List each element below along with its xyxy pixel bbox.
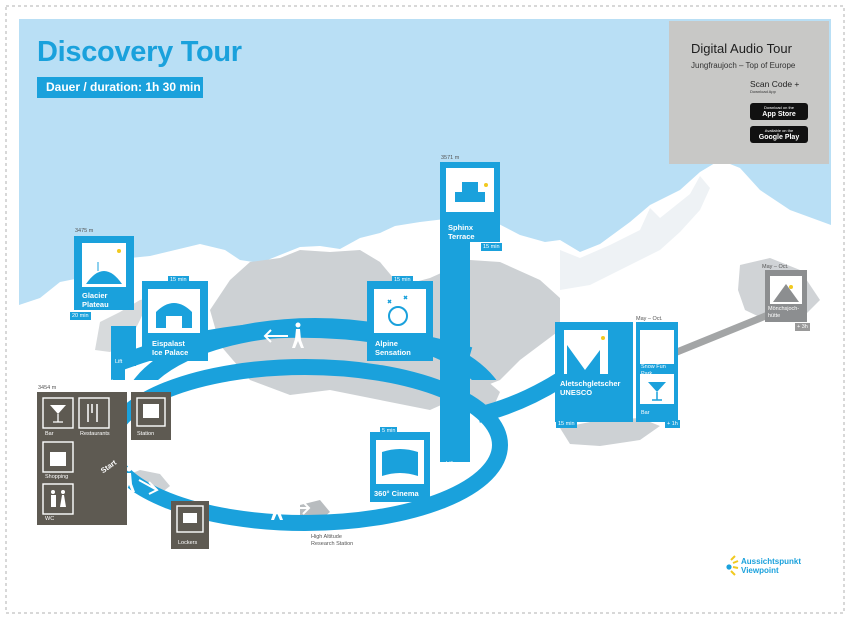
aletsch-label-1: Aletschgletscher — [560, 379, 621, 388]
sphinx-label-1: Sphinx — [448, 223, 474, 232]
snowfun-season: May – Oct. — [636, 316, 663, 322]
cinema-label: 360° Cinema — [374, 489, 419, 498]
shopping-label: Shopping — [45, 474, 69, 480]
sphinx-elevation: 3571 m — [441, 155, 460, 161]
app-store-label: App Store — [762, 111, 796, 118]
sphinx-label-2: Terrace — [448, 232, 475, 241]
aletsch-label-2: UNESCO — [560, 388, 593, 397]
wc-label: WC — [45, 516, 55, 522]
alpine-time: 15 min — [392, 276, 413, 284]
bar-label: Bar — [45, 431, 54, 437]
bar2-label: Bar — [641, 410, 650, 416]
facility-blocks — [37, 392, 209, 549]
aletsch-time: 15 min — [556, 420, 577, 428]
glacier-time: 20 min — [70, 312, 91, 320]
direction-arrows — [138, 329, 311, 515]
google-play-label: Google Play — [758, 134, 800, 141]
alpine-label-1: Alpine — [375, 339, 398, 348]
audio-tour-panel: Digital Audio Tour Jungfraujoch – Top of… — [669, 21, 829, 164]
legend-viewpoint-en: Viewpoint — [741, 566, 779, 575]
alpine-label-2: Sensation — [375, 348, 411, 357]
duration-badge: Dauer / duration: 1h 30 min — [37, 77, 203, 98]
lift-label-left: Lift — [115, 359, 123, 365]
legend-viewpoint-de: Aussichtspunkt — [741, 557, 802, 566]
google-play-small-text: Available on the — [764, 128, 794, 133]
moench-extra: + 3h — [795, 323, 810, 331]
eispalast-time: 15 min — [168, 276, 189, 284]
audio-tour-title: Digital Audio Tour — [691, 41, 792, 56]
scan-code-label: Scan Code + — [750, 79, 800, 89]
station-boxes — [74, 162, 807, 502]
research-label-2: Research Station — [311, 541, 354, 547]
lockers-label: Lockers — [178, 540, 198, 546]
moench-label-1: Mönchsjoch- — [768, 306, 800, 312]
download-app-label: Download App — [750, 89, 776, 94]
viewpoint-legend-icon — [726, 555, 739, 576]
moench-label-2: hütte — [768, 313, 781, 319]
snowfun-label-2: Park — [641, 371, 653, 377]
station-label: Station — [137, 431, 155, 437]
app-store-button[interactable]: Download on the App Store — [750, 103, 808, 120]
facility-elevation: 3454 m — [38, 385, 57, 391]
lift-label-right: Lift — [446, 461, 454, 467]
glacier-elevation: 3475 m — [75, 228, 94, 234]
bar2-extra: + 1h — [665, 420, 680, 428]
app-store-small-text: Download on the — [763, 105, 795, 110]
research-label-1: High Altitude — [311, 534, 342, 540]
viewpoint-marks — [117, 183, 793, 340]
moench-season: May – Oct. — [762, 264, 789, 270]
end-label: End — [99, 378, 114, 387]
eispalast-label-2: Ice Palace — [152, 348, 189, 357]
snowfun-label-1: Snow Fun — [641, 364, 666, 370]
audio-tour-subtitle: Jungfraujoch – Top of Europe — [691, 61, 796, 70]
restaurants-label: Restaurants — [80, 431, 110, 437]
glacier-label-2: Plateau — [82, 300, 109, 309]
page-title: Discovery Tour — [37, 36, 242, 68]
glacier-label-1: Glacier — [82, 291, 108, 300]
cinema-time: 5 min — [380, 427, 398, 435]
eispalast-label-1: Eispalast — [152, 339, 185, 348]
google-play-button[interactable]: Available on the Google Play — [750, 126, 808, 143]
sphinx-time: 15 min — [481, 243, 502, 251]
